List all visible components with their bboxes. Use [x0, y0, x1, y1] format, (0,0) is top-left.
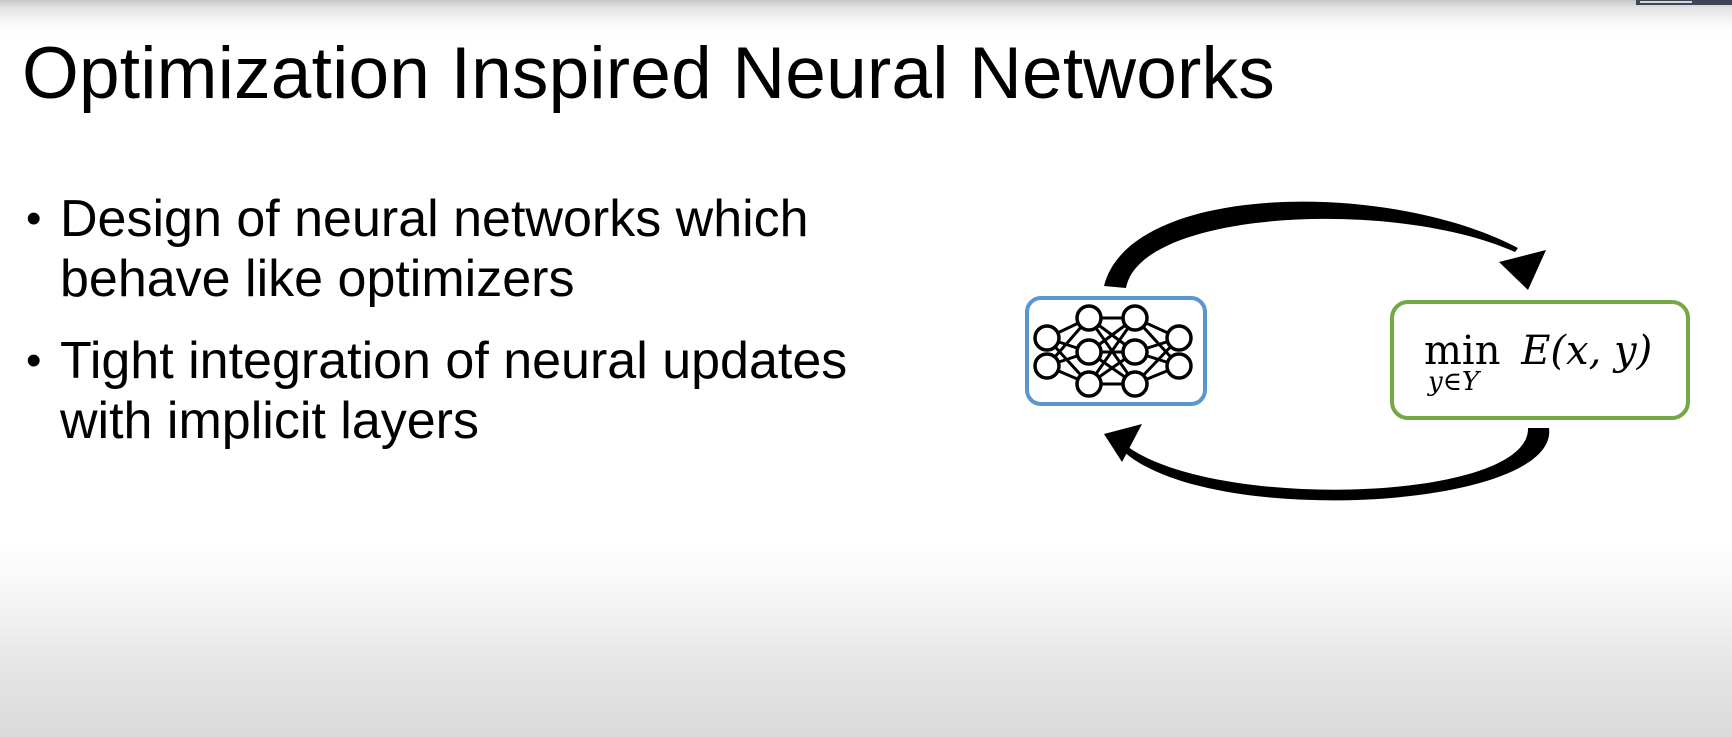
energy-minimization-formula: min y∈Y E(x, y) [1424, 328, 1653, 396]
top-arrow [1104, 201, 1518, 288]
bullet-line: Tight integration of neural updates [60, 332, 848, 390]
video-thumbnail-corner [1636, 0, 1732, 5]
min-operator: min y∈Y [1424, 328, 1501, 396]
bullet-line: Design of neural networks which [60, 190, 809, 248]
neural-network-icon [1033, 304, 1193, 398]
energy-expression: E(x, y) [1521, 328, 1653, 374]
bottom-arrowhead [1104, 424, 1142, 462]
bullet-item: • Tight integration of neural updates wi… [22, 331, 847, 451]
bullet-list: • Design of neural networks which behave… [22, 189, 847, 473]
min-subscript: y∈Y [1428, 367, 1480, 397]
min-label: min [1424, 328, 1501, 374]
thumbnail-label-bar [1640, 1, 1692, 3]
bullet-dot-icon: • [26, 194, 42, 243]
bullet-item: • Design of neural networks which behave… [22, 189, 847, 309]
top-arrowhead [1499, 250, 1546, 290]
bullet-line: behave like optimizers [60, 250, 575, 308]
neural-network-box [1025, 296, 1207, 406]
bullet-dot-icon: • [26, 336, 42, 385]
optimization-box: min y∈Y E(x, y) [1390, 300, 1690, 420]
loop-arrows [1104, 201, 1550, 501]
bottom-arrow [1120, 428, 1550, 501]
slide-title: Optimization Inspired Neural Networks [22, 33, 1275, 114]
optimization-loop-diagram: min y∈Y E(x, y) [1010, 190, 1710, 530]
bullet-line: with implicit layers [60, 392, 479, 450]
